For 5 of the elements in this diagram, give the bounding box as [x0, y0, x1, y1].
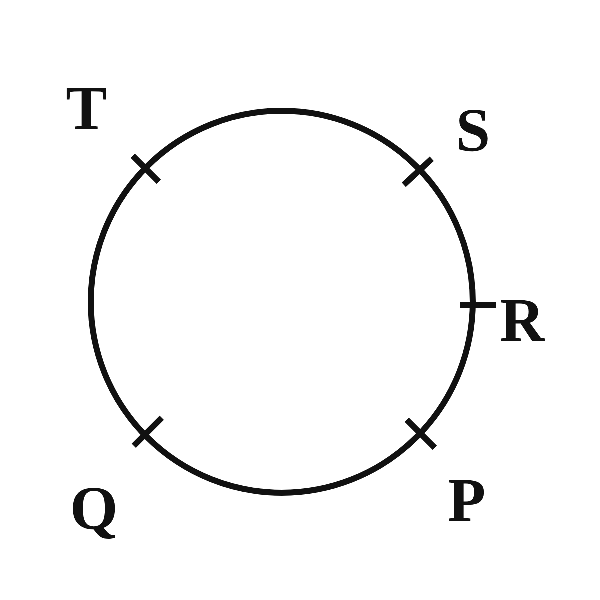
point-label: P: [448, 470, 486, 532]
point-label: R: [500, 290, 545, 352]
point-label: Q: [70, 478, 118, 540]
point-label: T: [66, 78, 108, 140]
point-label: S: [456, 100, 490, 162]
